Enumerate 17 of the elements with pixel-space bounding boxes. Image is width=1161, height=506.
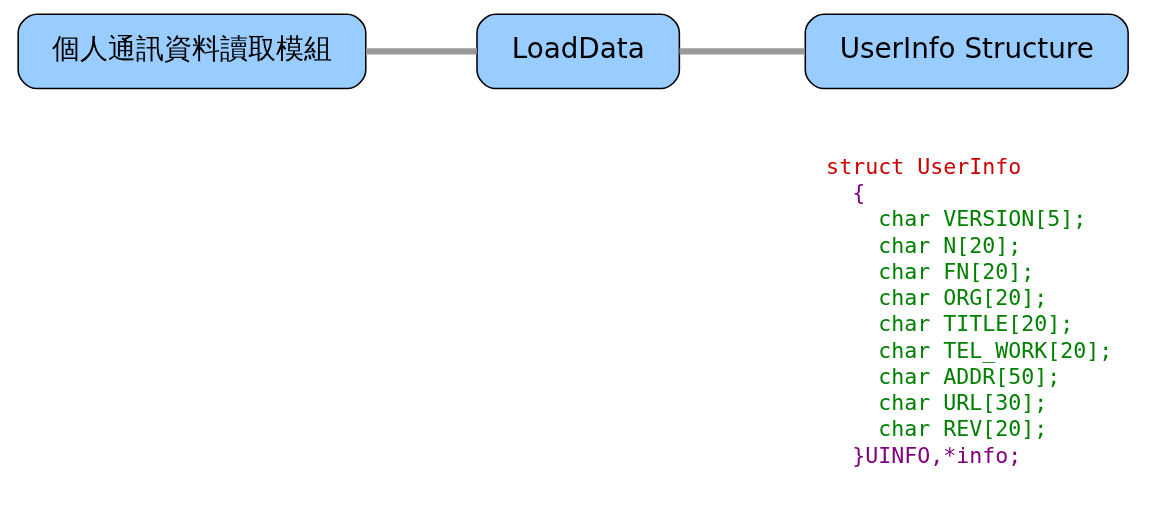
- label: char ORG[20];: [878, 285, 1048, 311]
- label: char TITLE[20];: [878, 311, 1074, 337]
- label: char N[20];: [878, 232, 1022, 258]
- connector: [366, 48, 477, 55]
- label: char URL[30];: [878, 390, 1048, 416]
- label: char REV[20];: [878, 416, 1048, 442]
- label: char VERSION[5];: [878, 206, 1087, 232]
- label: char FN[20];: [878, 258, 1035, 284]
- label: char TEL_WORK[20];: [878, 337, 1113, 363]
- label: {: [852, 180, 866, 206]
- node-box: LoadData: [476, 13, 681, 90]
- node-box: UserInfo Structure: [804, 13, 1129, 90]
- node-box: 個人通訊資料讀取模組: [17, 13, 367, 90]
- connector: [679, 48, 805, 55]
- label: }UINFO,*info;: [852, 442, 1022, 468]
- label: char ADDR[50];: [878, 363, 1061, 389]
- label: struct UserInfo: [826, 153, 1022, 179]
